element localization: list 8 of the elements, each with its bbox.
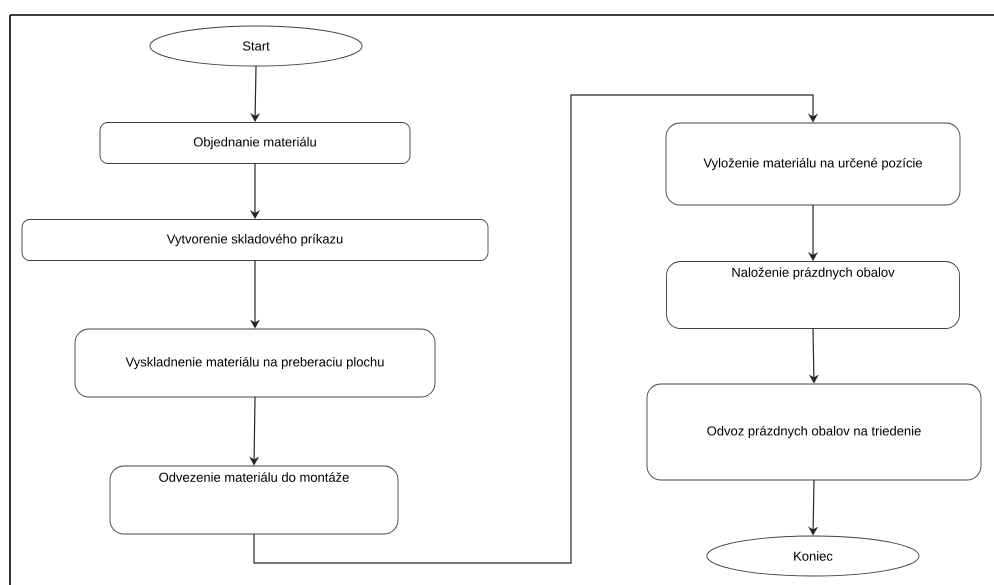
arrow: [253, 94, 818, 564]
process-box: Vyskladnenie materiálu na preberaciu plochu: [74, 328, 436, 398]
process-box: Naloženie prázdnych obalov: [666, 261, 960, 329]
process-box: Vyloženie materiálu na určené pozície: [666, 122, 960, 206]
process-box: Vytvorenie skladového príkazu: [22, 219, 488, 261]
process-box: Odvoz prázdnych obalov na triedenie: [646, 384, 982, 480]
process-box: Objednanie materiálu: [100, 122, 410, 164]
process-box: Odvezenie materiálu do montáže: [110, 466, 398, 534]
